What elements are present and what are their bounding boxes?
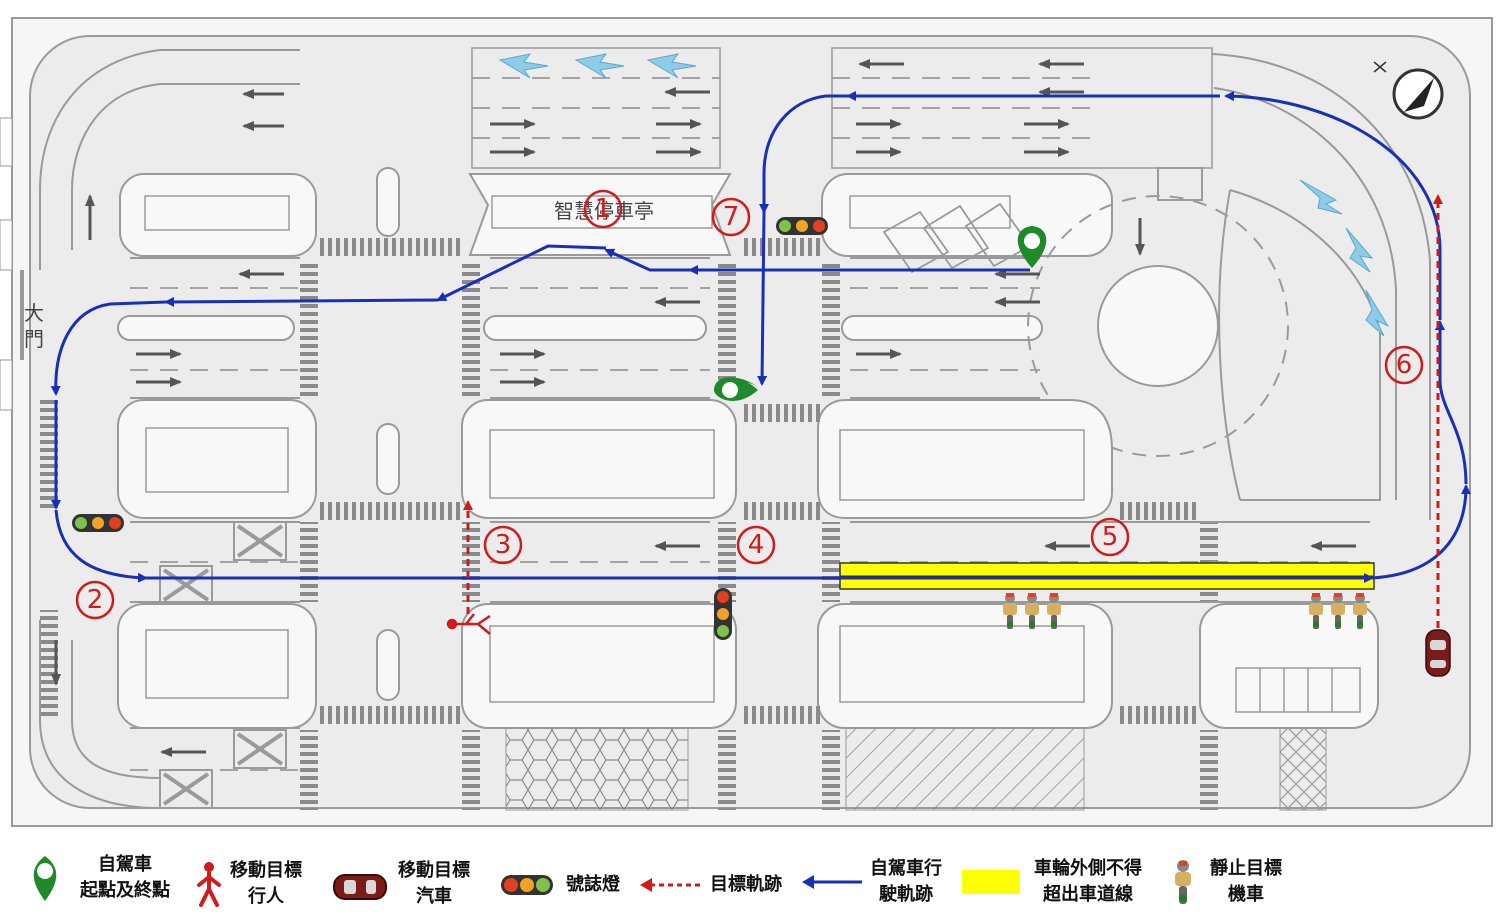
start-end-pin-icon [714, 377, 762, 401]
scenario-marker-5: 5 [1090, 517, 1130, 557]
traffic-light-icon [776, 217, 828, 235]
stationary-motorcycle-group [1003, 593, 1061, 629]
kiosk-label: 智慧停車亭 [554, 199, 654, 223]
legend-label: 汽車 [416, 886, 452, 907]
legend-label: 目標軌跡 [710, 874, 782, 895]
legend-label: 駛軌跡 [879, 884, 933, 905]
compass-icon [1373, 61, 1444, 120]
legend-label: 號誌燈 [566, 874, 620, 895]
legend-label: 機車 [1228, 884, 1264, 905]
island [461, 399, 737, 519]
traffic-light-icon [501, 875, 553, 895]
legend-label: 移動目標 [398, 860, 470, 881]
svg-text:7: 7 [723, 202, 740, 232]
target-track [463, 194, 1443, 628]
car-icon [333, 874, 387, 900]
island [461, 603, 737, 729]
pedestrian-icon [446, 613, 491, 635]
island [117, 603, 317, 729]
scenario-marker-3: 3 [483, 525, 523, 565]
legend-label: 自駕車 [98, 854, 152, 875]
legend-item-motorcycle: 靜止目標 機車 [1168, 856, 1282, 908]
motorcycle-icon [1309, 593, 1323, 629]
legend-label: 車輪外側不得 [1034, 858, 1142, 879]
legend: 自駕車 起點及終點 移動目標 行人 移動目標 汽車 號誌燈 [0, 830, 1505, 924]
yellow-lane-icon [962, 870, 1020, 894]
gate-label-top: 大 [24, 301, 44, 325]
traffic-light-icon [714, 588, 732, 640]
solid-arrow-icon [802, 875, 862, 889]
motorcycle-icon [1353, 593, 1367, 629]
test-site-map: 大 門 智慧停車亭 [0, 17, 1493, 827]
car-icon [1425, 629, 1451, 677]
scenario-marker-4: 4 [736, 525, 776, 565]
start-end-pin-icon [1017, 226, 1047, 268]
map-pin-icon [33, 856, 57, 901]
motorcycle-icon [1003, 593, 1017, 629]
island [817, 603, 1113, 729]
kiosk-island [468, 173, 732, 256]
svg-text:1: 1 [595, 194, 612, 224]
legend-item-target-track: 目標軌跡 [638, 872, 782, 898]
island [1199, 603, 1379, 729]
traffic-light-icon [72, 514, 124, 532]
island [117, 399, 317, 519]
scenario-marker-7: 7 [711, 197, 751, 237]
legend-item-pedestrian: 移動目標 行人 [196, 858, 302, 910]
svg-text:5: 5 [1102, 522, 1119, 552]
svg-text:3: 3 [495, 530, 512, 560]
motorcycle-icon [1047, 593, 1061, 629]
motorcycle-icon [1331, 593, 1345, 629]
island [119, 173, 317, 257]
roundabout [1027, 195, 1289, 457]
legend-item-car: 移動目標 汽車 [332, 860, 470, 910]
motorcycle-icon [1175, 860, 1191, 904]
legend-label: 靜止目標 [1210, 858, 1282, 879]
scenario-marker-6: 6 [1384, 345, 1424, 385]
legend-item-lane-line: 車輪外側不得 超出車道線 [962, 856, 1142, 908]
scenario-marker-1: 1 [583, 189, 623, 229]
legend-item-start-end: 自駕車 起點及終點 [28, 852, 170, 904]
legend-label: 超出車道線 [1043, 884, 1133, 905]
legend-label: 起點及終點 [80, 880, 170, 901]
dashed-arrow-icon [640, 878, 700, 892]
legend-item-traffic-light: 號誌燈 [500, 872, 620, 898]
stationary-motorcycle-group [1309, 593, 1367, 629]
pedestrian-icon [197, 862, 221, 907]
legend-label: 行人 [248, 886, 284, 907]
scenario-marker-2: 2 [75, 580, 115, 620]
legend-label: 移動目標 [230, 860, 302, 881]
gate-label-bottom: 門 [24, 327, 44, 351]
svg-text:2: 2 [87, 585, 104, 615]
svg-text:4: 4 [748, 530, 765, 560]
motorcycle-icon [1025, 593, 1039, 629]
legend-item-ego-route: 自駕車行 駛軌跡 [800, 856, 942, 908]
legend-label: 自駕車行 [870, 858, 942, 879]
svg-text:6: 6 [1396, 350, 1413, 380]
